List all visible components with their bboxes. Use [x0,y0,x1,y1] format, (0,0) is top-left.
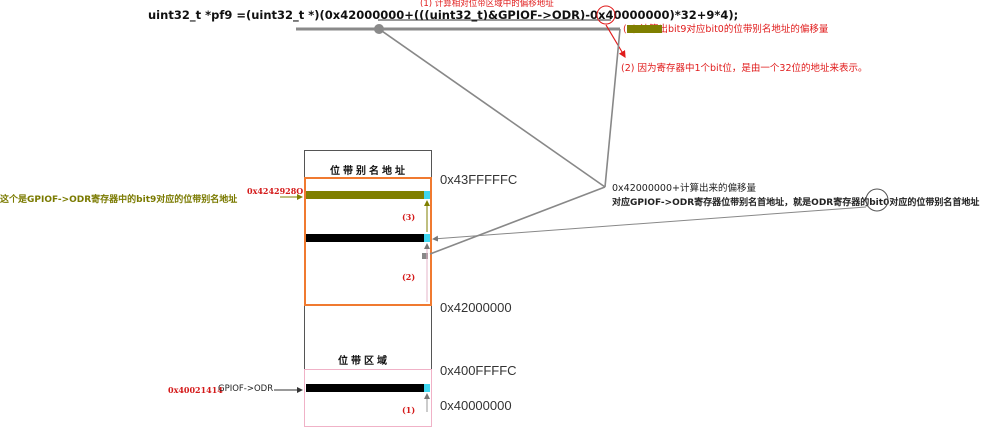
right-base-note: 对应GPIOF->ODR寄存器位带别名首地址，就是ODR寄存器的bit0对应的位… [612,198,980,208]
annotation-2: (2) 因为寄存器中1个bit位，是由一个32位的地址来表示。 [621,63,868,74]
olive-legend-marker [627,25,662,33]
bitband-base-address: 0x40000000 [440,398,512,413]
step-2-label: (2) [402,272,416,282]
alias-region [304,177,432,306]
odr-register-label: GPIOF->ODR [218,384,274,394]
bitband-region-title: 位带区域 [338,356,390,367]
odr-address-value: 0x40021414 [168,385,223,395]
bit0-alias-cell [424,234,430,242]
bitband-top-address: 0x400FFFFC [440,363,517,378]
formula-text: uint32_t *pf9 =(uint32_t *)(0x42000000+(… [148,8,739,22]
alias-base-address: 0x42000000 [440,300,512,315]
bit9-alias-bar [306,191,424,199]
odr-register-bar [306,384,424,392]
annotation-1: (1) 计算相对位带区域中的偏移地址 [420,0,554,9]
alias-region-title: 位带别名地址 [330,166,408,177]
bit0-highlight-circle [865,188,889,212]
alias-top-address: 0x43FFFFFC [440,172,518,187]
alias-address-value: 0x4242928O [247,186,304,196]
step-1-label: (1) [402,405,416,415]
left-bit9-note: 这个是GPIOF->ODR寄存器中的bit9对应的位带别名地址 [0,195,238,205]
right-offset-note: 0x42000000+计算出来的偏移量 [612,183,756,194]
times32-highlight-circle [596,5,616,25]
bit9-alias-cell [424,191,430,199]
bit0-alias-bar [306,234,424,242]
odr-bit-cell [424,384,430,392]
annotation-3: (3) 计算出bit9对应bit0的位带别名地址的偏移量 [623,24,829,35]
step-3-label: (3) [402,212,416,222]
